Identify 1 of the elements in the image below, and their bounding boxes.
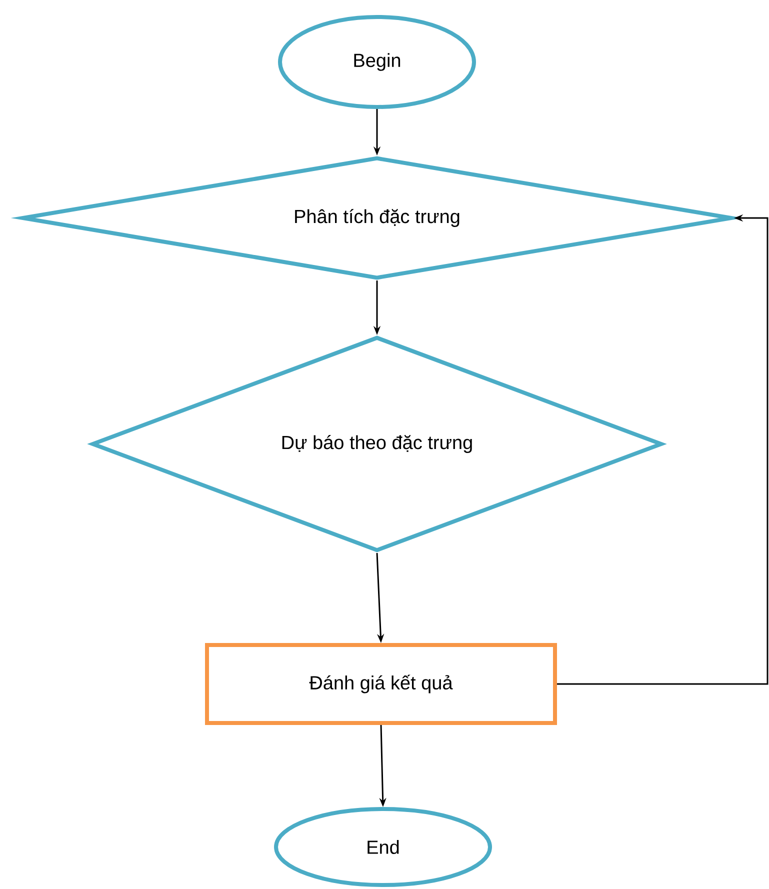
process-box: Đánh giá kết quả <box>205 643 557 725</box>
